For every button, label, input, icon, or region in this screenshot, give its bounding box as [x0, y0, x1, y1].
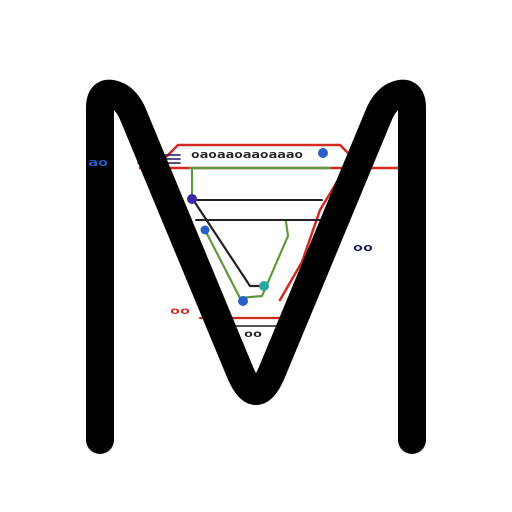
letter-m-stroke: [86, 79, 426, 454]
red-mark: oo: [170, 306, 190, 317]
node-left-upper: [187, 194, 197, 204]
node-top-right: [318, 148, 328, 158]
node-bottom-teal: [259, 281, 269, 291]
circuit-nodes: [187, 148, 328, 306]
right-mark: oo: [353, 241, 374, 254]
top-row-marks: oaoaaoaaoaaao: [191, 148, 303, 161]
green-triangle: [202, 220, 290, 300]
bottom-mark: oo: [244, 329, 262, 340]
node-left-lower: [200, 225, 210, 235]
left-mark: ao: [88, 156, 109, 169]
node-bottom-blue: [238, 296, 248, 306]
